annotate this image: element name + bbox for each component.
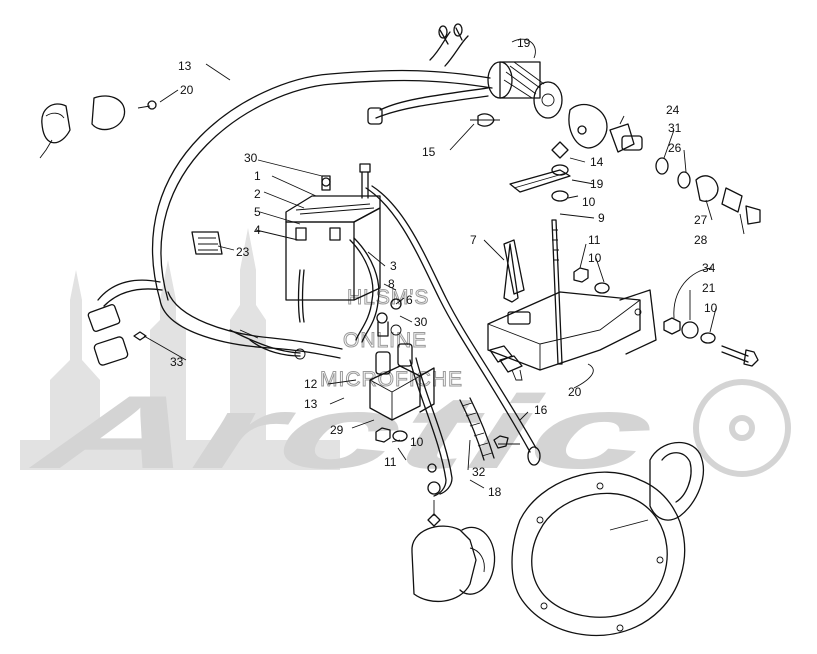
- callout-29: 29: [330, 423, 344, 437]
- connector-22: [438, 23, 563, 119]
- callout-30-mid: 30: [414, 315, 428, 329]
- callout-7: 7: [470, 233, 477, 247]
- callout-31: 31: [668, 121, 682, 135]
- callout-10-right: 10: [588, 251, 602, 265]
- callout-27: 27: [694, 213, 708, 227]
- callout-20: 20: [568, 385, 582, 399]
- callout-8: 8: [388, 277, 395, 291]
- callout-32: 33: [170, 355, 184, 369]
- callout-14: 14: [590, 155, 604, 169]
- battery-cables: [297, 185, 541, 497]
- callout-33: 32: [472, 465, 486, 479]
- watermark: Arctic HLSM'S ONLINE MICROFICHE: [20, 228, 791, 491]
- callout-5: 5: [254, 205, 261, 219]
- callout-11-right: 11: [588, 233, 601, 247]
- callout-11-lower: 11: [384, 455, 397, 469]
- battery: [285, 163, 381, 301]
- leader-lines: [143, 38, 745, 489]
- callout-22: 19: [517, 36, 531, 50]
- callout-13: 13: [304, 397, 318, 411]
- strap-7: [503, 239, 525, 303]
- callout-15: 15: [422, 145, 436, 159]
- connector-32: [87, 304, 147, 366]
- cable-33: [459, 397, 520, 461]
- bolt-washers-34: [663, 317, 759, 367]
- solenoid-29: [369, 298, 435, 421]
- watermark-wheel: [693, 379, 791, 477]
- callout-6: 6: [406, 293, 413, 307]
- callout-10-lower: 10: [410, 435, 424, 449]
- callout-3: 3: [390, 259, 397, 273]
- watermark-brand: Arctic: [22, 374, 667, 490]
- hold-down-rod: [509, 141, 571, 365]
- callout-17: 13: [178, 59, 192, 73]
- callout-25: 23: [236, 245, 250, 259]
- callout-30-top: 30: [244, 151, 258, 165]
- callout-34: 34: [702, 261, 716, 275]
- left-plug-assembly: [39, 95, 157, 159]
- watermark-line2: ONLINE: [343, 329, 427, 352]
- church-silhouette-watermark: [20, 228, 340, 470]
- callout-21: 21: [702, 281, 716, 295]
- callout-9: 9: [598, 211, 605, 225]
- battery-tray-20: [487, 289, 657, 381]
- starter-motor: [411, 500, 496, 603]
- callout-10-far-right: 10: [704, 301, 718, 315]
- callout-labels: 13 20 19 15 30 1 2 5 4 23 3 8 6 30 12 13…: [170, 36, 718, 499]
- callout-10-upper: 10: [582, 195, 596, 209]
- callout-19: 19: [590, 177, 604, 191]
- nut-washer-lower: [375, 427, 437, 473]
- callout-18: 18: [488, 485, 502, 499]
- wiring-harness: [97, 31, 493, 360]
- callout-1: 1: [254, 169, 261, 183]
- callout-24: 24: [666, 103, 680, 117]
- callout-4: 4: [254, 223, 261, 237]
- watermark-line3: MICROFICHE: [320, 368, 463, 391]
- callout-28: 28: [694, 233, 708, 247]
- flywheel-housing: [511, 441, 705, 637]
- clip-15: [470, 113, 500, 127]
- callout-2: 2: [254, 187, 261, 201]
- key-switch-24: [568, 103, 761, 225]
- callout-12: 12: [304, 377, 318, 391]
- callout-23: 20: [180, 83, 194, 97]
- decal-25: [191, 231, 223, 255]
- callout-26: 26: [668, 141, 682, 155]
- callout-16: 16: [534, 403, 548, 417]
